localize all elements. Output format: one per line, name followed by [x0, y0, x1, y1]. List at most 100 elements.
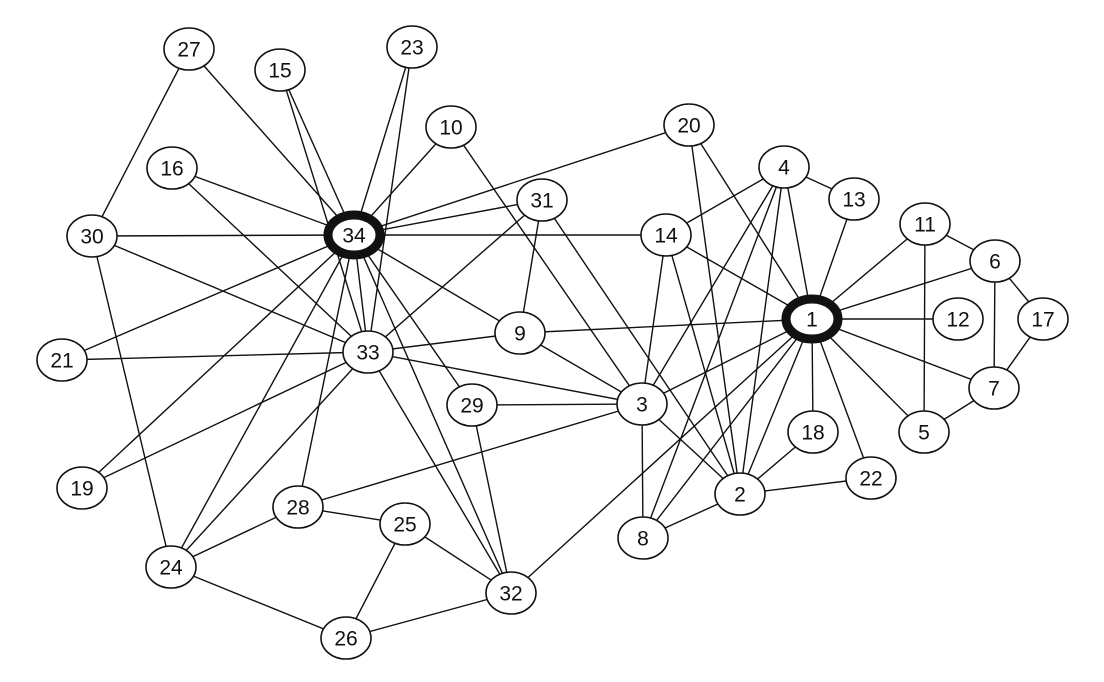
edge-2-4: [739, 166, 785, 495]
node-circle: [320, 616, 372, 660]
node-circle: [323, 210, 385, 260]
edge-1-32: [510, 318, 813, 594]
edge-29-34: [353, 234, 473, 406]
edge-9-34: [353, 234, 521, 334]
node-label: 22: [859, 468, 882, 491]
node-24: 24: [145, 545, 197, 589]
node-circle: [781, 294, 843, 344]
edge-1-22: [811, 318, 872, 479]
edge-24-34: [170, 234, 355, 568]
edge-20-34: [353, 124, 690, 236]
node-label: 27: [177, 39, 200, 62]
node-3: 3: [616, 382, 668, 426]
node-circle: [494, 311, 546, 355]
node-layer: 1234567891011121314151617181920212223242…: [36, 25, 1069, 660]
node-20: 20: [663, 103, 715, 147]
node-label: 15: [268, 60, 291, 83]
node-31: 31: [516, 178, 568, 222]
node-1: 1: [781, 294, 843, 344]
node-6: 6: [969, 239, 1021, 283]
node-circle: [425, 105, 477, 149]
edge-24-26: [170, 566, 347, 639]
edge-1-8: [642, 318, 813, 539]
node-label: 26: [334, 628, 357, 651]
edge-2-14: [665, 234, 741, 495]
node-circle: [932, 297, 984, 341]
edge-3-8: [641, 403, 644, 539]
edge-3-4: [641, 166, 785, 405]
edge-31-33: [367, 199, 543, 353]
edge-3-28: [297, 403, 643, 508]
node-label: 13: [842, 189, 865, 212]
node-22: 22: [845, 456, 897, 500]
node-label: 16: [160, 158, 183, 181]
node-label: 32: [499, 583, 522, 606]
edge-16-34: [171, 167, 355, 236]
edge-32-33: [367, 351, 512, 594]
edge-1-7: [811, 318, 995, 389]
node-2: 2: [714, 472, 766, 516]
edge-3-33: [367, 351, 643, 405]
node-10: 10: [425, 105, 477, 149]
node-circle: [899, 202, 951, 246]
edge-19-33: [81, 351, 369, 489]
node-circle: [968, 366, 1020, 410]
edge-31-34: [353, 199, 543, 236]
node-label: 25: [393, 514, 416, 537]
node-13: 13: [828, 177, 880, 221]
node-circle: [845, 456, 897, 500]
node-26: 26: [320, 616, 372, 660]
edge-27-34: [188, 48, 355, 236]
node-18: 18: [787, 410, 839, 454]
node-circle: [342, 330, 394, 374]
edge-3-10: [450, 126, 643, 405]
node-5: 5: [898, 410, 950, 454]
node-circle: [516, 178, 568, 222]
node-circle: [163, 27, 215, 71]
node-circle: [758, 145, 810, 189]
node-label: 34: [342, 225, 366, 248]
node-circle: [616, 382, 668, 426]
edge-21-34: [61, 234, 355, 361]
edge-24-33: [170, 351, 369, 568]
edge-1-4: [783, 166, 813, 320]
node-33: 33: [342, 330, 394, 374]
node-25: 25: [379, 502, 431, 546]
node-19: 19: [56, 466, 108, 510]
node-7: 7: [968, 366, 1020, 410]
edge-23-34: [353, 46, 413, 236]
node-8: 8: [617, 516, 669, 560]
node-16: 16: [146, 146, 198, 190]
node-circle: [146, 146, 198, 190]
edge-layer: [61, 46, 1044, 639]
node-30: 30: [66, 214, 118, 258]
node-label: 28: [286, 497, 309, 520]
node-label: 7: [988, 378, 1000, 401]
edge-15-34: [279, 69, 355, 236]
edge-29-32: [471, 404, 512, 594]
node-12: 12: [932, 297, 984, 341]
node-circle: [379, 502, 431, 546]
node-circle: [828, 177, 880, 221]
node-circle: [446, 383, 498, 427]
node-label: 21: [50, 350, 73, 373]
node-label: 6: [989, 251, 1001, 274]
node-28: 28: [272, 485, 324, 529]
node-label: 33: [356, 342, 379, 365]
node-label: 1: [806, 309, 818, 332]
node-label: 5: [918, 422, 930, 445]
edge-3-14: [641, 234, 667, 405]
edge-19-34: [81, 234, 355, 489]
node-label: 17: [1031, 309, 1054, 332]
edge-30-33: [91, 235, 369, 353]
edge-28-34: [297, 234, 355, 508]
edge-5-11: [923, 223, 926, 433]
node-circle: [714, 472, 766, 516]
node-29: 29: [446, 383, 498, 427]
edge-23-33: [367, 46, 413, 353]
node-15: 15: [254, 48, 306, 92]
node-label: 20: [677, 115, 700, 138]
edge-24-30: [91, 235, 172, 568]
node-circle: [969, 239, 1021, 283]
